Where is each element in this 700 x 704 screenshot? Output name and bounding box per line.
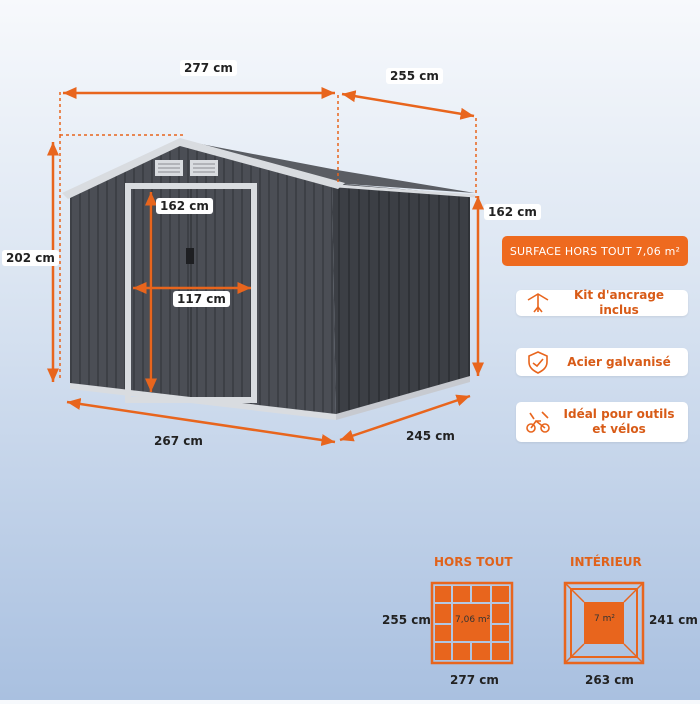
shed-side-wall [332, 183, 470, 417]
dim-door-width: 117 cm [173, 291, 230, 307]
dim-side-height: 162 cm [484, 204, 541, 220]
feature-label: Idéal pour outils et vélos [563, 407, 675, 436]
dim-base-width: 267 cm [154, 434, 203, 448]
arrow-base-width [66, 398, 336, 446]
feature-galvanized: Acier galvanisé [516, 348, 688, 376]
feature-anchor-kit: Kit d'ancrage inclus [516, 288, 688, 317]
plan-inner-area: 7 m² [594, 614, 615, 624]
plan-outer-width: 277 cm [450, 673, 499, 687]
dim-top-depth: 255 cm [386, 68, 443, 84]
shed-roof-edge [337, 184, 476, 198]
plan-outer-depth: 255 cm [382, 613, 431, 627]
plan-inner-width: 263 cm [585, 673, 634, 687]
plan-outer-title: HORS TOUT [434, 555, 513, 569]
shed-front-wall [70, 140, 336, 417]
galvanized-shield-icon [528, 351, 548, 374]
plan-inner-depth: 241 cm [649, 613, 698, 627]
door-handle [186, 248, 194, 264]
plan-outer-area: 7,06 m² [455, 615, 491, 625]
plan-inner-title: INTÉRIEUR [570, 555, 642, 569]
feature-label: Acier galvanisé [567, 354, 671, 369]
feature-label: Kit d'ancrage inclus [573, 288, 665, 317]
dim-base-depth: 245 cm [406, 429, 455, 443]
shed-roof-front [62, 138, 345, 199]
surface-badge: SURFACE HORS TOUT 7,06 m² [502, 236, 688, 266]
arrow-top-depth [341, 90, 475, 120]
plan-outer [430, 581, 514, 665]
arrow-base-depth [339, 394, 471, 442]
tools-bike-icon [526, 411, 550, 433]
dim-top-width: 277 cm [180, 60, 237, 76]
anchor-kit-icon [527, 293, 549, 313]
dim-door-height: 162 cm [156, 198, 213, 214]
feature-tools-bikes: Idéal pour outils et vélos [516, 402, 688, 442]
plan-inner [563, 581, 645, 665]
dim-total-height: 202 cm [2, 250, 59, 266]
